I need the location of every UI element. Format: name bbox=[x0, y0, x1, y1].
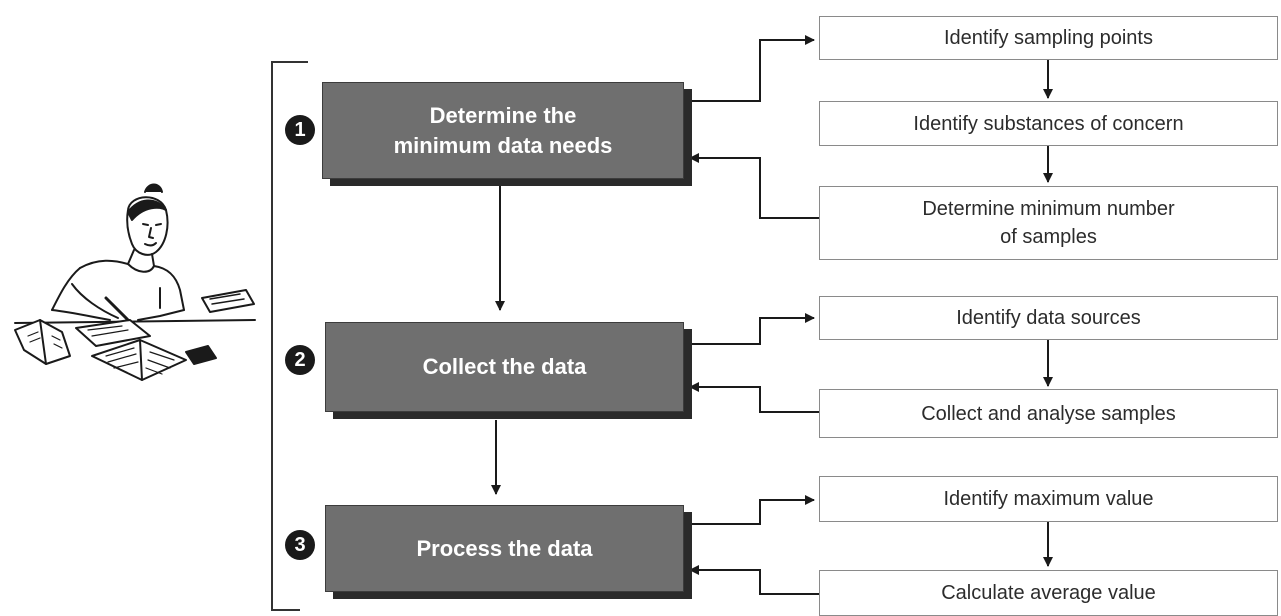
arrow-step3-out bbox=[684, 495, 815, 525]
arrow-step1-in bbox=[689, 153, 820, 219]
group-bracket bbox=[271, 61, 308, 611]
step-collect-the-data: Collect the data bbox=[325, 322, 684, 412]
arrow-step2-in bbox=[689, 382, 820, 413]
person-working-at-desk-illustration bbox=[14, 183, 256, 381]
substep-identify-sampling-points: Identify sampling points bbox=[819, 16, 1278, 60]
substep-identify-maximum-value: Identify maximum value bbox=[819, 476, 1278, 522]
step-determine-minimum-data-needs: Determine the minimum data needs bbox=[322, 82, 684, 179]
substep-calculate-average-value: Calculate average value bbox=[819, 570, 1278, 616]
arrow-step3-in bbox=[689, 565, 820, 595]
arrow-step2-out bbox=[684, 313, 815, 345]
substep-identify-data-sources: Identify data sources bbox=[819, 296, 1278, 340]
substep-determine-minimum-number-of-samples: Determine minimum number of samples bbox=[819, 186, 1278, 260]
substep-identify-substances-of-concern: Identify substances of concern bbox=[819, 101, 1278, 146]
substep-collect-and-analyse-samples: Collect and analyse samples bbox=[819, 389, 1278, 438]
step-number-3: 3 bbox=[285, 530, 315, 560]
arrow-step1-out bbox=[684, 35, 815, 102]
step-process-the-data: Process the data bbox=[325, 505, 684, 592]
step-number-2: 2 bbox=[285, 345, 315, 375]
step-number-1: 1 bbox=[285, 115, 315, 145]
